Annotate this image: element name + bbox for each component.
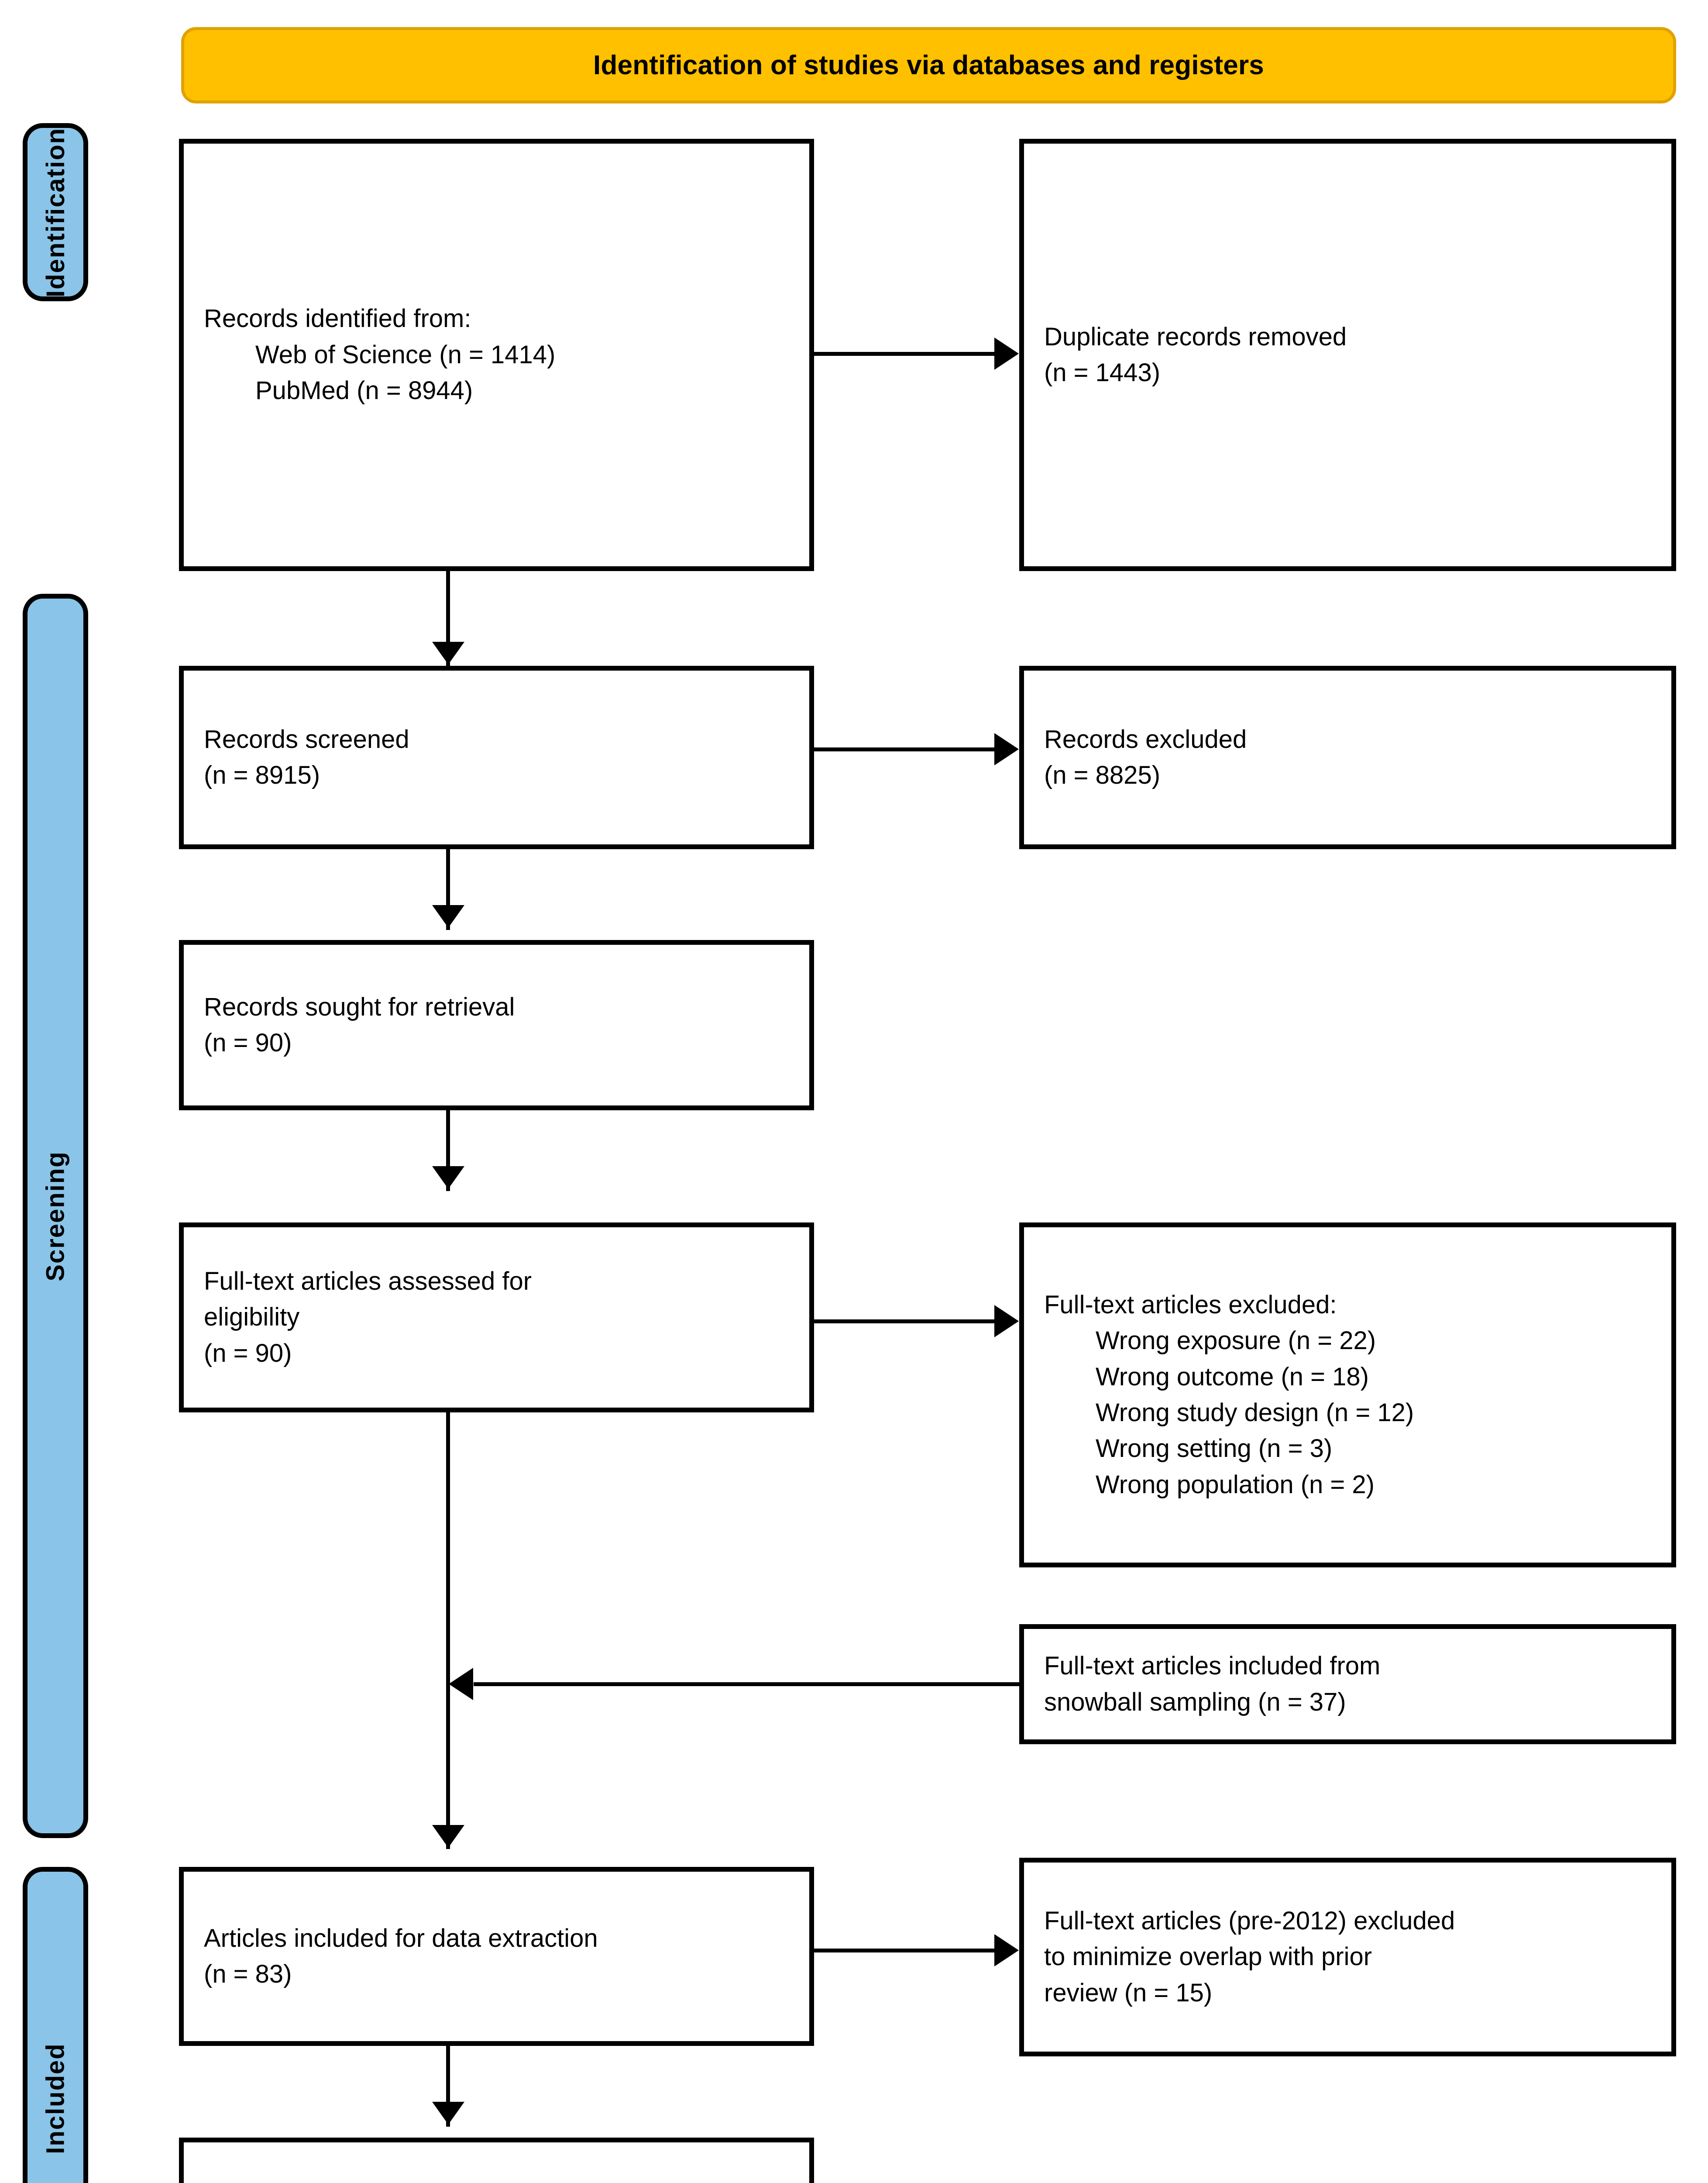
banner-title: Identification of studies via databases …	[593, 50, 1264, 80]
duplicates-removed-line-2: (n = 1443)	[1044, 358, 1161, 387]
fulltext-assessed-line-3: (n = 90)	[204, 1339, 292, 1367]
pre2012-excluded-line-1: Full-text articles (pre-2012) excluded	[1044, 1906, 1455, 1935]
box-fulltext-assessed-for-eligibility: Full-text articles assessed for eligibil…	[179, 1222, 814, 1412]
snowball-included-line-2: snowball sampling (n = 37)	[1044, 1687, 1346, 1716]
arrowhead-snowball-to-main-column	[449, 1668, 473, 1700]
arrowhead-assessed-to-data-extraction	[432, 1825, 464, 1848]
records-sought-line-2: (n = 90)	[204, 1029, 292, 1057]
arrowhead-identified-to-screened	[432, 642, 464, 665]
records-identified-line-2: Web of Science (n = 1414)	[255, 340, 556, 369]
articles-data-extraction-line-2: (n = 83)	[204, 1960, 292, 1988]
box-records-identified: Records identified from: Web of Science …	[179, 139, 814, 571]
arrowhead-screened-to-excluded	[994, 733, 1019, 765]
articles-data-extraction-line-1: Articles included for data extraction	[204, 1924, 598, 1952]
connector-assessed-to-fulltext-excluded	[814, 1319, 995, 1323]
box-snowball-sampling-included: Full-text articles included from snowbal…	[1019, 1624, 1676, 1744]
connector-extraction-to-pre2012-excluded	[814, 1949, 995, 1952]
records-identified-line-3: PubMed (n = 8944)	[255, 376, 473, 405]
box-records-sought-for-retrieval: Records sought for retrieval (n = 90)	[179, 940, 814, 1110]
arrowhead-sought-to-assessed	[432, 1166, 464, 1189]
connector-identified-to-screened	[446, 571, 450, 669]
stage-label-screening: Screening	[41, 1150, 70, 1281]
pre2012-excluded-line-3: review (n = 15)	[1044, 1978, 1213, 2007]
snowball-included-line-1: Full-text articles included from	[1044, 1652, 1381, 1680]
stage-sidebar-identification: Identification	[23, 123, 88, 301]
connector-assessed-to-data-extraction	[446, 1412, 450, 1849]
records-excluded-line-1: Records excluded	[1044, 725, 1247, 754]
connector-snowball-to-main-column	[474, 1682, 1019, 1686]
records-screened-line-1: Records screened	[204, 725, 409, 754]
records-excluded-line-2: (n = 8825)	[1044, 761, 1161, 789]
box-duplicate-records-removed: Duplicate records removed (n = 1443)	[1019, 139, 1676, 571]
connector-screened-to-excluded	[814, 747, 995, 751]
arrowhead-identified-to-duplicates	[994, 337, 1019, 370]
stage-label-included: Included	[41, 2042, 70, 2154]
fulltext-excluded-reason-5: Wrong population (n = 2)	[1096, 1470, 1375, 1499]
connector-screened-to-sought	[446, 849, 450, 930]
box-records-excluded: Records excluded (n = 8825)	[1019, 666, 1676, 849]
pre2012-excluded-line-2: to minimize overlap with prior	[1044, 1942, 1372, 1971]
fulltext-assessed-line-1: Full-text articles assessed for	[204, 1267, 532, 1295]
box-fulltext-articles-excluded: Full-text articles excluded: Wrong expos…	[1019, 1222, 1676, 1567]
stage-sidebar-screening: Screening	[23, 594, 88, 1838]
fulltext-excluded-reason-1: Wrong exposure (n = 22)	[1096, 1326, 1376, 1355]
arrowhead-screened-to-sought	[432, 905, 464, 928]
box-pre2012-articles-excluded: Full-text articles (pre-2012) excluded t…	[1019, 1858, 1676, 2056]
box-records-screened: Records screened (n = 8915)	[179, 666, 814, 849]
duplicates-removed-line-1: Duplicate records removed	[1044, 322, 1347, 351]
records-identified-line-1: Records identified from:	[204, 304, 471, 333]
fulltext-excluded-reason-3: Wrong study design (n = 12)	[1096, 1398, 1414, 1427]
connector-sought-to-assessed	[446, 1110, 450, 1191]
box-articles-included-for-data-extraction: Articles included for data extraction (n…	[179, 1867, 814, 2046]
records-sought-line-1: Records sought for retrieval	[204, 992, 515, 1021]
arrowhead-assessed-to-fulltext-excluded	[994, 1305, 1019, 1337]
stage-label-identification: Identification	[41, 127, 70, 297]
fulltext-assessed-line-2: eligibility	[204, 1303, 300, 1332]
box-articles-included-in-review: Articles included in review (n = 68)	[179, 2138, 814, 2183]
stage-sidebar-included: Included	[23, 1867, 88, 2183]
arrowhead-extraction-to-review	[432, 2102, 464, 2124]
connector-identified-to-duplicates	[814, 352, 995, 356]
connector-extraction-to-review	[446, 2046, 450, 2127]
arrowhead-extraction-to-pre2012-excluded	[994, 1934, 1019, 1966]
records-screened-line-2: (n = 8915)	[204, 761, 320, 789]
diagram-header-banner: Identification of studies via databases …	[181, 27, 1676, 103]
fulltext-excluded-reason-2: Wrong outcome (n = 18)	[1096, 1362, 1369, 1391]
fulltext-excluded-line-1: Full-text articles excluded:	[1044, 1290, 1337, 1319]
fulltext-excluded-reason-4: Wrong setting (n = 3)	[1096, 1434, 1333, 1463]
